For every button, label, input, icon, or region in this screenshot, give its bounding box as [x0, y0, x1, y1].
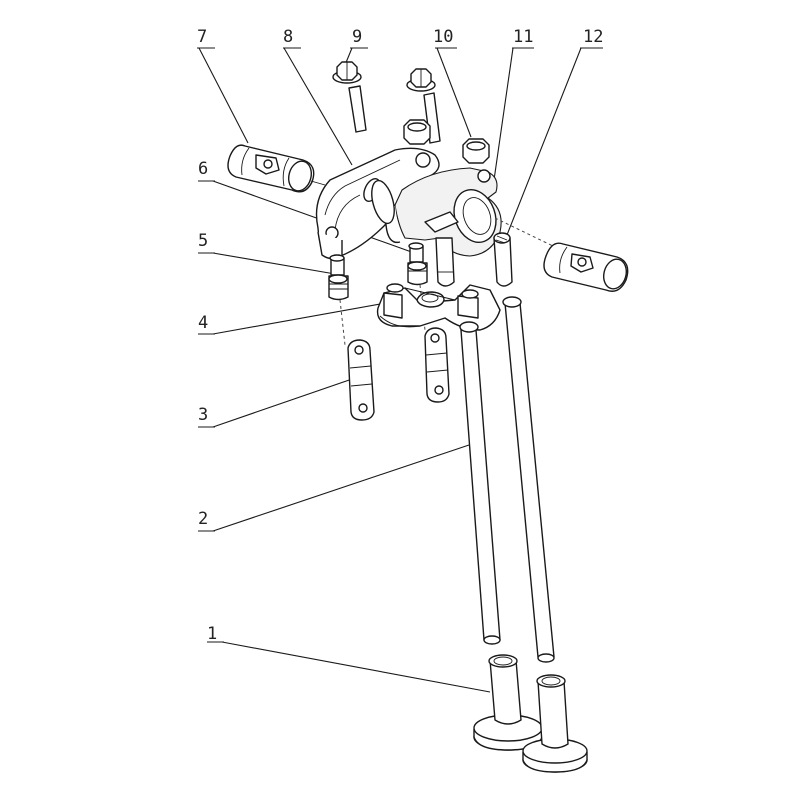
callout-3: 3 — [198, 377, 356, 428]
callout-label-1: 1 — [207, 624, 217, 644]
callout-10: 10 — [433, 27, 472, 138]
part-3-valve-bridge-left — [347, 339, 375, 421]
callout-label-6: 6 — [198, 159, 208, 179]
callout-label-2: 2 — [198, 509, 208, 529]
part-4-rocker-support — [376, 283, 501, 331]
callout-12: 12 — [504, 27, 603, 241]
part-2-pushrod-left — [459, 321, 501, 645]
part-11-rocker-arm-right — [371, 167, 502, 257]
part-1-tappet-left — [473, 654, 543, 751]
callout-label-12: 12 — [583, 27, 603, 47]
dowel-pin — [435, 237, 455, 287]
callout-1: 1 — [207, 624, 491, 693]
callout-5: 5 — [198, 231, 336, 275]
part-10-nut-left — [403, 119, 431, 145]
callout-2: 2 — [198, 444, 470, 532]
part-3-valve-bridge-right — [424, 327, 450, 403]
callout-label-8: 8 — [283, 27, 293, 47]
callout-label-4: 4 — [198, 313, 208, 333]
callout-label-9: 9 — [352, 27, 362, 47]
callout-8: 8 — [283, 27, 353, 166]
part-10-nut-right — [462, 138, 490, 164]
part-12-shaft-plug-right — [494, 217, 629, 292]
part-5-adjusting-screw — [328, 254, 349, 346]
part-1-tappet-right — [522, 674, 588, 773]
callout-label-3: 3 — [198, 405, 208, 425]
callout-label-11: 11 — [513, 27, 533, 47]
part-6-adjusting-screw — [407, 242, 428, 331]
callout-label-10: 10 — [433, 27, 453, 47]
callout-label-5: 5 — [198, 231, 208, 251]
part-2-pushrod-right — [502, 296, 555, 663]
callout-9: 9 — [344, 27, 368, 66]
part-9-bolt-right — [406, 68, 441, 144]
callout-7: 7 — [197, 27, 249, 144]
part-7-shaft-plug-left — [227, 144, 326, 193]
part-9-bolt-left — [332, 61, 367, 133]
part-12-pushrod-cap — [493, 232, 513, 287]
callout-11: 11 — [493, 27, 534, 181]
callout-label-7: 7 — [197, 27, 207, 47]
callout-4: 4 — [198, 302, 387, 335]
